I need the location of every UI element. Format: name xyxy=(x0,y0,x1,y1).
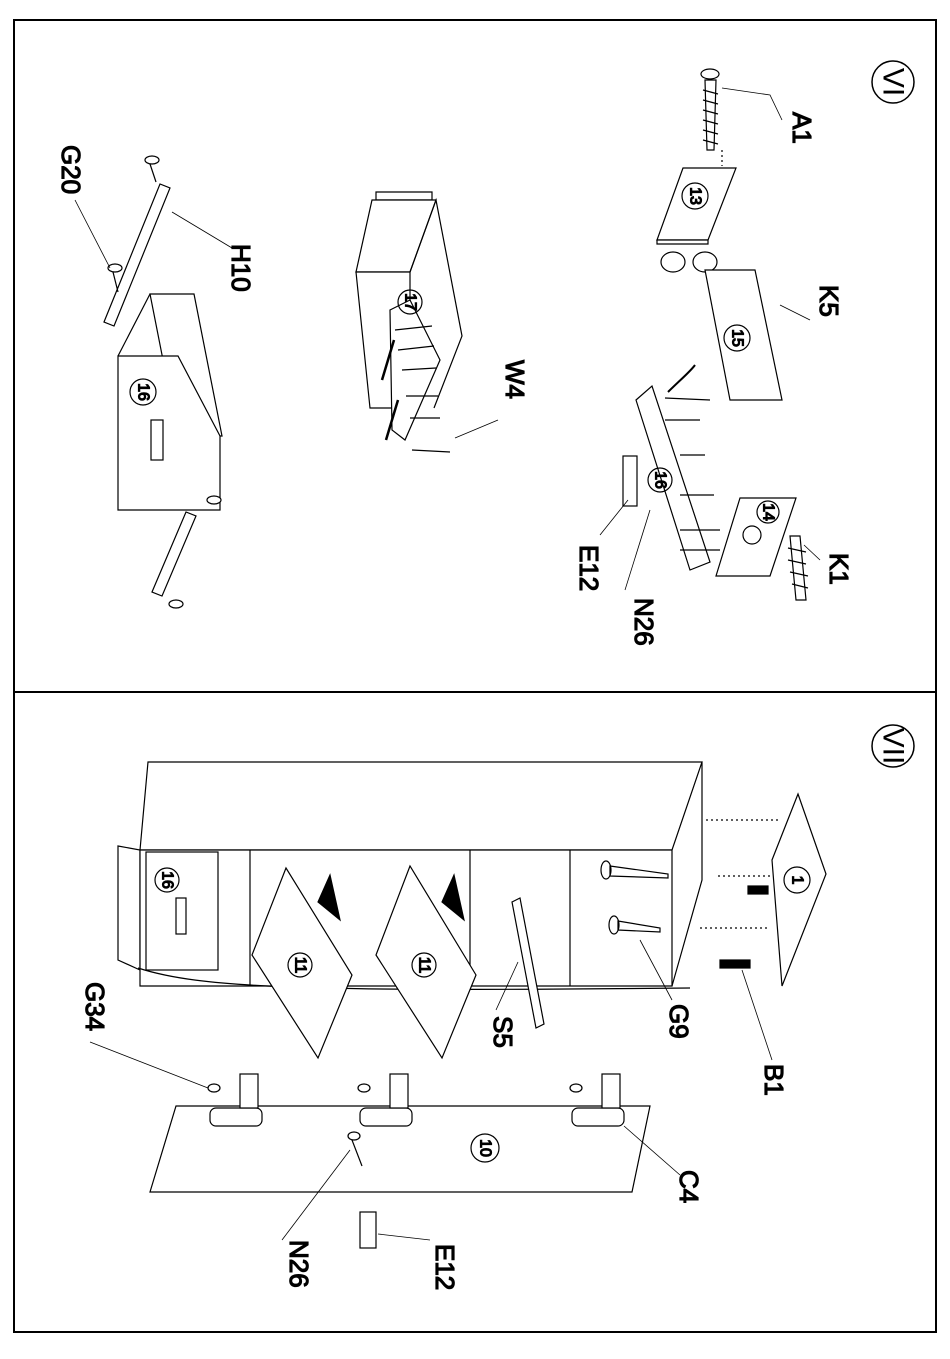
part-label-w4: W4 xyxy=(500,360,530,399)
drawer-box-17: 17 xyxy=(356,192,498,452)
part-number: 11 xyxy=(416,957,433,974)
panel-16-front: 16 xyxy=(636,365,720,570)
cabinet-drawer-16: 16 xyxy=(146,852,218,970)
panel-13: 13 xyxy=(657,168,736,272)
part-number: 1 xyxy=(789,876,806,885)
part-number: 15 xyxy=(729,329,746,347)
part-number: 10 xyxy=(477,1139,494,1157)
part-label-b1: B1 xyxy=(759,1064,789,1096)
part-number: 13 xyxy=(687,187,704,205)
hinge-c4-1 xyxy=(208,1074,262,1126)
step-marker-vi: VI xyxy=(872,61,914,103)
part-number: 16 xyxy=(652,471,669,489)
part-number: 17 xyxy=(402,293,419,311)
drawer-16: 16 xyxy=(118,294,222,510)
panel-15: 15 xyxy=(705,270,810,400)
handle-e12 xyxy=(600,456,650,590)
part-label-n26: N26 xyxy=(629,598,659,646)
part-label-e12: E12 xyxy=(574,545,604,591)
part-label-h10: H10 xyxy=(226,244,256,292)
runner-h10-lower xyxy=(152,496,221,608)
handle-e12-step7 xyxy=(360,1212,430,1248)
part-label-s5: S5 xyxy=(488,1016,518,1048)
part-label-g34: G34 xyxy=(80,982,110,1031)
part-label-k5: K5 xyxy=(814,285,844,317)
hinge-c4-2 xyxy=(358,1074,412,1126)
step-marker-vii: VII xyxy=(872,725,914,767)
part-number: 16 xyxy=(135,383,152,401)
step-number: VII xyxy=(877,728,910,765)
part-label-a1: A1 xyxy=(787,112,817,144)
panel-1: 1 xyxy=(700,794,826,1060)
leader-g34 xyxy=(90,1042,208,1088)
part-number: 11 xyxy=(292,957,309,974)
k1-screw xyxy=(788,536,820,600)
part-label-g20: G20 xyxy=(56,145,86,194)
panel-14: 14 xyxy=(716,498,796,576)
part-label-c4: C4 xyxy=(674,1170,704,1203)
a1-screw xyxy=(701,69,782,166)
part-label-n26-step7: N26 xyxy=(284,1240,314,1288)
part-label-k1: K1 xyxy=(824,553,854,585)
step-vi-section: A1 13 15 K5 16 xyxy=(56,69,854,646)
step-vii-section: 16 11 11 S5 G9 xyxy=(80,762,826,1290)
part-label-g9: G9 xyxy=(664,1004,694,1039)
step-number: VI xyxy=(877,68,910,96)
part-number: 16 xyxy=(159,871,176,889)
part-number: 14 xyxy=(760,503,777,521)
part-label-e12-step7: E12 xyxy=(430,1244,460,1290)
